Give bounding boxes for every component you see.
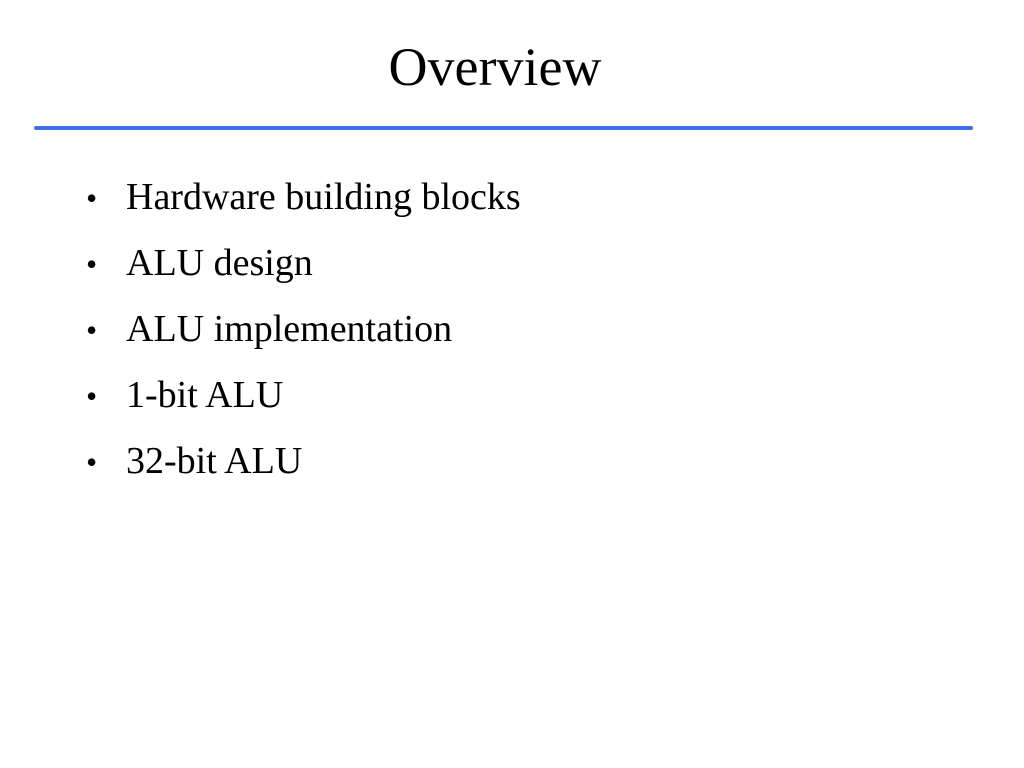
bullet-dot-icon: • bbox=[86, 312, 98, 348]
bullet-text: ALU design bbox=[126, 242, 313, 284]
bullet-dot-icon: • bbox=[86, 180, 98, 216]
bullet-text: 1-bit ALU bbox=[126, 374, 284, 416]
slide-title: Overview bbox=[388, 37, 602, 97]
bullet-dot-icon: • bbox=[86, 378, 98, 414]
bullet-item: • 1-bit ALU bbox=[86, 366, 521, 432]
bullet-item: • Hardware building blocks bbox=[86, 168, 521, 234]
bullet-text: Hardware building blocks bbox=[126, 176, 521, 218]
bullet-item: • ALU design bbox=[86, 234, 521, 300]
bullet-item: • 32-bit ALU bbox=[86, 432, 521, 498]
bullet-list: • Hardware building blocks • ALU design … bbox=[86, 168, 521, 498]
bullet-text: ALU implementation bbox=[126, 308, 453, 350]
bullet-dot-icon: • bbox=[86, 444, 98, 480]
bullet-text: 32-bit ALU bbox=[126, 440, 303, 482]
title-divider bbox=[34, 126, 973, 130]
bullet-item: • ALU implementation bbox=[86, 300, 521, 366]
bullet-dot-icon: • bbox=[86, 246, 98, 282]
